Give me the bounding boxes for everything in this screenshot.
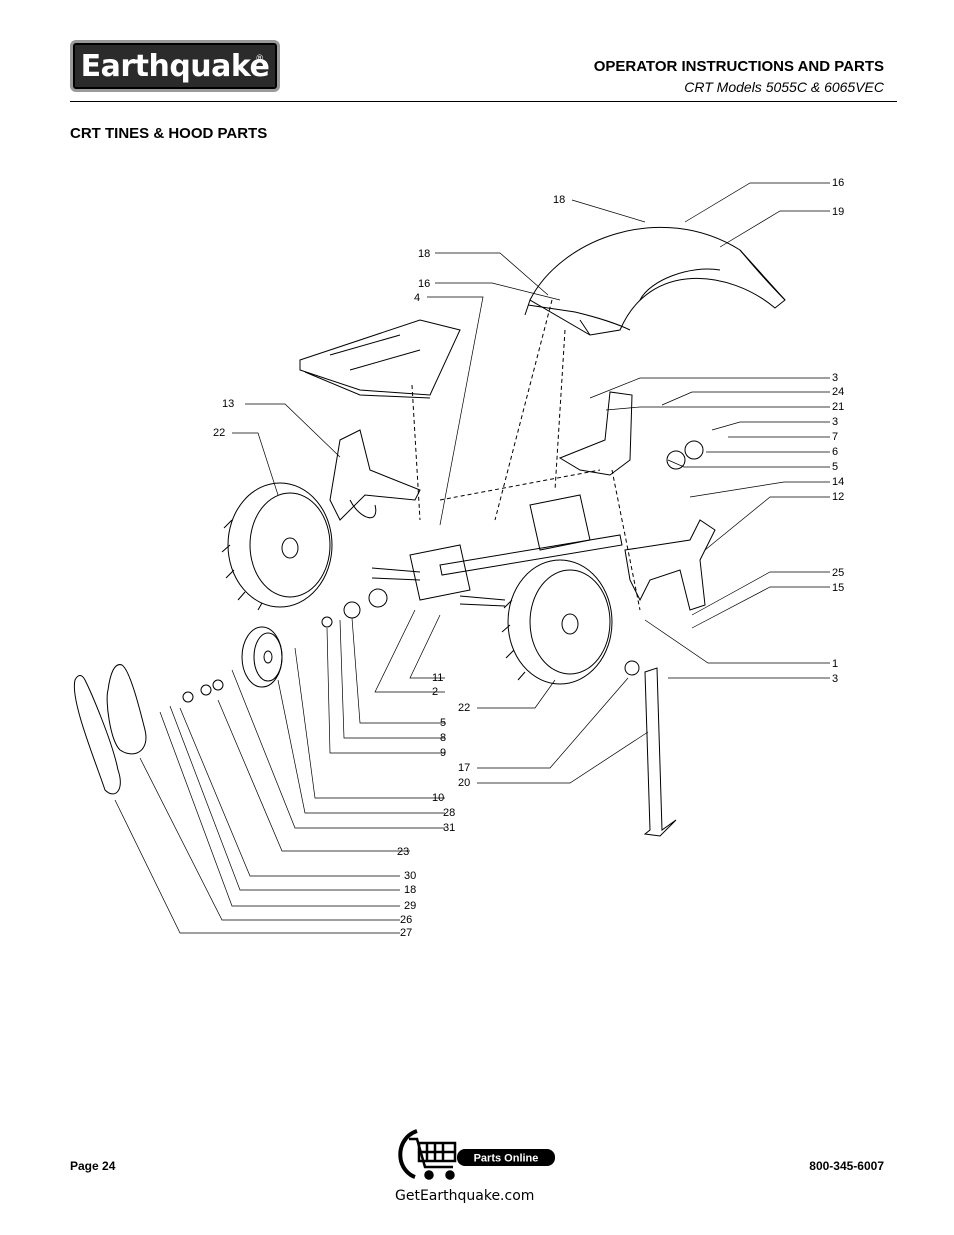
website-link[interactable]: GetEarthquake.com: [395, 1188, 535, 1204]
callout-7: 7: [832, 431, 838, 443]
callout-28: 28: [443, 807, 455, 819]
callout-18: 18: [404, 884, 416, 896]
wheel-right: [501, 559, 613, 685]
phone-number: 800-345-6007: [809, 1159, 884, 1173]
callout-5: 5: [440, 717, 446, 729]
callout-22: 22: [213, 427, 225, 439]
callout-23: 23: [397, 846, 409, 858]
earthquake-logo: Earthquake ®: [70, 40, 280, 92]
document-subtitle: CRT Models 5055C & 6065VEC: [684, 79, 884, 95]
callout-16: 16: [832, 177, 844, 189]
page-number: Page 24: [70, 1159, 116, 1173]
frame-plate-drawing: [299, 319, 461, 399]
callout-26: 26: [400, 914, 412, 926]
washer-drawings: [182, 440, 704, 703]
callout-11: 11: [432, 672, 443, 684]
callout-29: 29: [404, 900, 416, 912]
swoosh-icon: [398, 1129, 418, 1179]
callout-9: 9: [440, 747, 446, 759]
shopping-cart-icon: [409, 1137, 457, 1180]
logo-text: Earthquake: [80, 48, 270, 84]
callout-12: 12: [832, 491, 844, 503]
header-divider: [70, 101, 897, 102]
badge-pill: [457, 1149, 555, 1166]
bracket-drawing: [558, 391, 633, 476]
depth-stake-drawing: [643, 667, 677, 837]
callout-5: 5: [832, 461, 838, 473]
callout-3: 3: [832, 416, 838, 428]
tine-assembly-right: [624, 519, 716, 611]
callout-30: 30: [404, 870, 416, 882]
callout-27: 27: [400, 927, 412, 939]
callout-3: 3: [832, 673, 838, 685]
callout-15: 15: [832, 582, 844, 594]
alignment-lines: [411, 299, 641, 611]
callout-13: 13: [222, 398, 234, 410]
registered-mark-icon: ®: [256, 53, 263, 63]
callout-8: 8: [440, 732, 446, 744]
callout-16: 16: [418, 278, 430, 290]
callout-25: 25: [832, 567, 844, 579]
callout-31: 31: [443, 822, 455, 834]
callout-22: 22: [458, 702, 470, 714]
callout-17: 17: [458, 762, 470, 774]
callout-6: 6: [832, 446, 838, 458]
callout-21: 21: [832, 401, 844, 413]
callout-4: 4: [414, 292, 420, 304]
section-title: CRT TINES & HOOD PARTS: [70, 125, 268, 142]
callout-1: 1: [832, 658, 838, 670]
v-belt-drawings: [73, 664, 147, 795]
callout-18: 18: [553, 194, 565, 206]
parts-online-badge[interactable]: Parts Online: [395, 1125, 560, 1185]
callout-24: 24: [832, 386, 844, 398]
document-title: OPERATOR INSTRUCTIONS AND PARTS: [593, 58, 884, 75]
hood-drawing: [524, 226, 786, 336]
leader-lines: [114, 182, 830, 934]
tine-assembly-left: [329, 429, 421, 521]
axle-shaft-drawing: [371, 494, 623, 607]
callout-2: 2: [432, 686, 438, 698]
wheel-left: [221, 482, 333, 611]
parts-online-label: Parts Online: [474, 1153, 539, 1165]
callout-numbers: 16 19 18 18 16 4 13 22 3 24 21 3 7 6 5 1…: [213, 177, 844, 939]
callout-20: 20: [458, 777, 470, 789]
callout-10: 10: [432, 792, 444, 804]
callout-19: 19: [832, 206, 844, 218]
callout-3: 3: [832, 372, 838, 384]
pulley-drawing: [241, 626, 283, 688]
callout-14: 14: [832, 476, 844, 488]
callout-18: 18: [418, 248, 430, 260]
